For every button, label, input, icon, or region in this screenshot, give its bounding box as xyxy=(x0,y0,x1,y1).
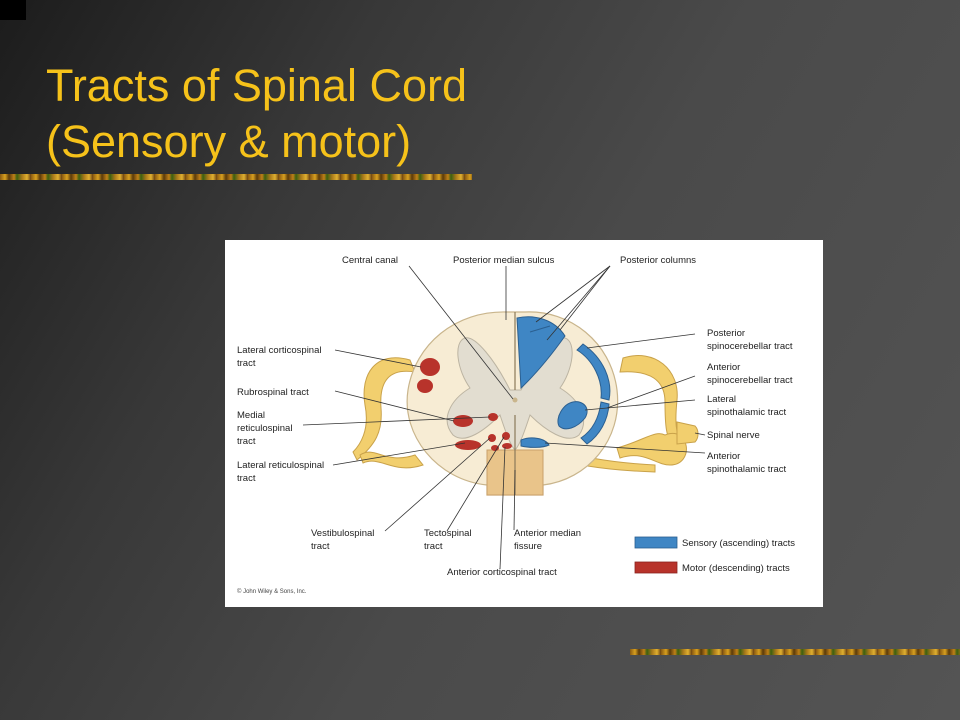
label-lateral-spinothalamic: Lateral xyxy=(707,394,736,405)
label-central-canal: Central canal xyxy=(342,255,398,266)
copyright-notice: © John Wiley & Sons, Inc. xyxy=(237,588,307,595)
legend-label-motor: Motor (descending) tracts xyxy=(682,563,790,574)
spinal-nerve-left xyxy=(352,357,416,461)
anterior-corticospinal-tract-2 xyxy=(491,445,499,451)
legend-swatch-sensory xyxy=(634,536,678,549)
legend-swatch-motor xyxy=(634,561,678,574)
label-anterior-spinothalamic: Anterior xyxy=(707,451,740,462)
decorative-bar-top xyxy=(0,174,472,180)
posterior-columns-divider xyxy=(529,325,551,333)
spinal-cord-figure: Central canal Posterior median sulcus Po… xyxy=(225,240,823,607)
anterior-spinocerebellar-tract xyxy=(580,401,610,445)
slide-title-line-1: Tracts of Spinal Cord xyxy=(46,60,467,111)
label-vestibulospinal: Vestibulospinal xyxy=(311,528,374,539)
label-anterior-spinothalamic-2: spinothalamic tract xyxy=(707,464,787,475)
slide-title: Tracts of Spinal Cord (Sensory & motor) xyxy=(46,58,467,170)
label-anterior-median-fissure-2: fissure xyxy=(514,541,542,552)
central-canal xyxy=(512,397,518,403)
label-spinal-nerve: Spinal nerve xyxy=(707,430,760,441)
vestibulospinal-tract xyxy=(488,434,496,442)
spinal-nerve-right-trunk xyxy=(616,432,687,466)
spinal-nerve-left-root xyxy=(359,451,424,469)
anterior-corticospinal-tract xyxy=(502,443,512,449)
lateral-spinothalamic-tract xyxy=(557,401,588,430)
label-lateral-reticulospinal: Lateral reticulospinal xyxy=(237,460,324,471)
spinal-cord-diagram: Central canal Posterior median sulcus Po… xyxy=(237,255,795,595)
label-lateral-spinothalamic-2: spinothalamic tract xyxy=(707,407,787,418)
lateral-reticulospinal-tract xyxy=(455,440,481,450)
label-anterior-corticospinal: Anterior corticospinal tract xyxy=(447,567,557,578)
legend-label-sensory: Sensory (ascending) tracts xyxy=(682,538,795,549)
tectospinal-tract xyxy=(502,432,510,440)
label-medial-reticulospinal-2: reticulospinal xyxy=(237,423,292,434)
spinal-nerve-right-end xyxy=(676,421,699,445)
posterior-spinocerebellar-tract xyxy=(576,343,611,401)
label-lateral-corticospinal-2: tract xyxy=(237,358,256,369)
label-anterior-median-fissure: Anterior median xyxy=(514,528,581,539)
label-posterior-spinocerebellar-2: spinocerebellar tract xyxy=(707,341,793,352)
medial-reticulospinal-tract xyxy=(488,413,498,421)
label-posterior-columns: Posterior columns xyxy=(620,255,696,266)
decorative-bar-bottom xyxy=(630,649,960,655)
corner-mark xyxy=(0,0,26,20)
label-vestibulospinal-2: tract xyxy=(311,541,330,552)
rubrospinal-tract xyxy=(453,415,473,427)
label-posterior-spinocerebellar: Posterior xyxy=(707,328,745,339)
label-tectospinal: Tectospinal xyxy=(424,528,472,539)
label-medial-reticulospinal: Medial xyxy=(237,410,265,421)
posterior-columns-tract xyxy=(516,316,566,390)
slide-title-line-2: (Sensory & motor) xyxy=(46,116,412,167)
label-lateral-reticulospinal-2: tract xyxy=(237,473,256,484)
anterior-spinothalamic-tract xyxy=(520,437,550,448)
lateral-corticospinal-tract-2 xyxy=(417,379,433,393)
label-rubrospinal: Rubrospinal tract xyxy=(237,387,309,398)
label-posterior-median-sulcus: Posterior median sulcus xyxy=(453,255,555,266)
label-anterior-spinocerebellar: Anterior xyxy=(707,362,740,373)
label-medial-reticulospinal-3: tract xyxy=(237,436,256,447)
label-anterior-spinocerebellar-2: spinocerebellar tract xyxy=(707,375,793,386)
label-tectospinal-2: tract xyxy=(424,541,443,552)
leader-lines xyxy=(302,265,706,570)
lateral-corticospinal-tract xyxy=(420,358,440,376)
label-lateral-corticospinal: Lateral corticospinal xyxy=(237,345,322,356)
